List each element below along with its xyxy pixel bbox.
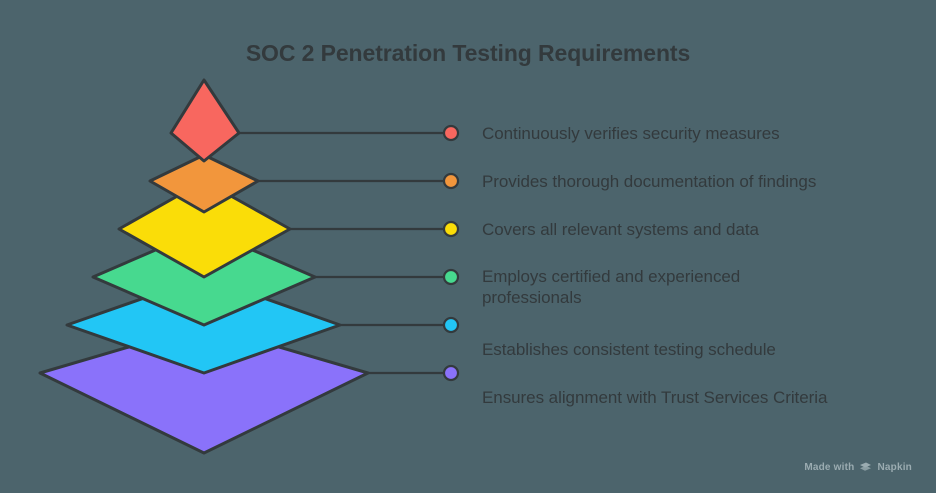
legend-label-3[interactable]: Covers all relevant systems and data — [482, 220, 759, 239]
page-title: SOC 2 Penetration Testing Requirements — [245, 40, 691, 66]
pyramid-layer-6-shape[interactable] — [38, 323, 370, 455]
legend-label-5[interactable]: Establishes consistent testing schedule — [482, 340, 776, 359]
legend-dot-3[interactable] — [442, 220, 460, 238]
legend-dot-4[interactable] — [442, 268, 460, 286]
napkin-chevrons-icon — [859, 462, 872, 473]
legend-label-6[interactable]: Ensures alignment with Trust Services Cr… — [482, 388, 828, 407]
legend-dot-6[interactable] — [442, 364, 460, 382]
legend-label-1[interactable]: Continuously verifies security measures — [482, 124, 780, 143]
legend-dot-1[interactable] — [442, 124, 460, 142]
watermark-text: Made with — [804, 462, 855, 473]
legend-dot-2[interactable] — [442, 172, 460, 190]
legend-dot-5[interactable] — [442, 316, 460, 334]
watermark: Made with Napkin — [804, 462, 912, 473]
pyramid-layer-1-shape[interactable] — [169, 78, 241, 163]
watermark-brand: Napkin — [877, 462, 912, 473]
pyramid-layer-3-shape[interactable] — [117, 179, 292, 279]
pyramid-layer-2-shape[interactable] — [148, 153, 260, 214]
legend-label-2[interactable]: Provides thorough documentation of findi… — [482, 172, 817, 191]
legend-label-4[interactable]: Employs certified and experienced profes… — [482, 267, 741, 307]
